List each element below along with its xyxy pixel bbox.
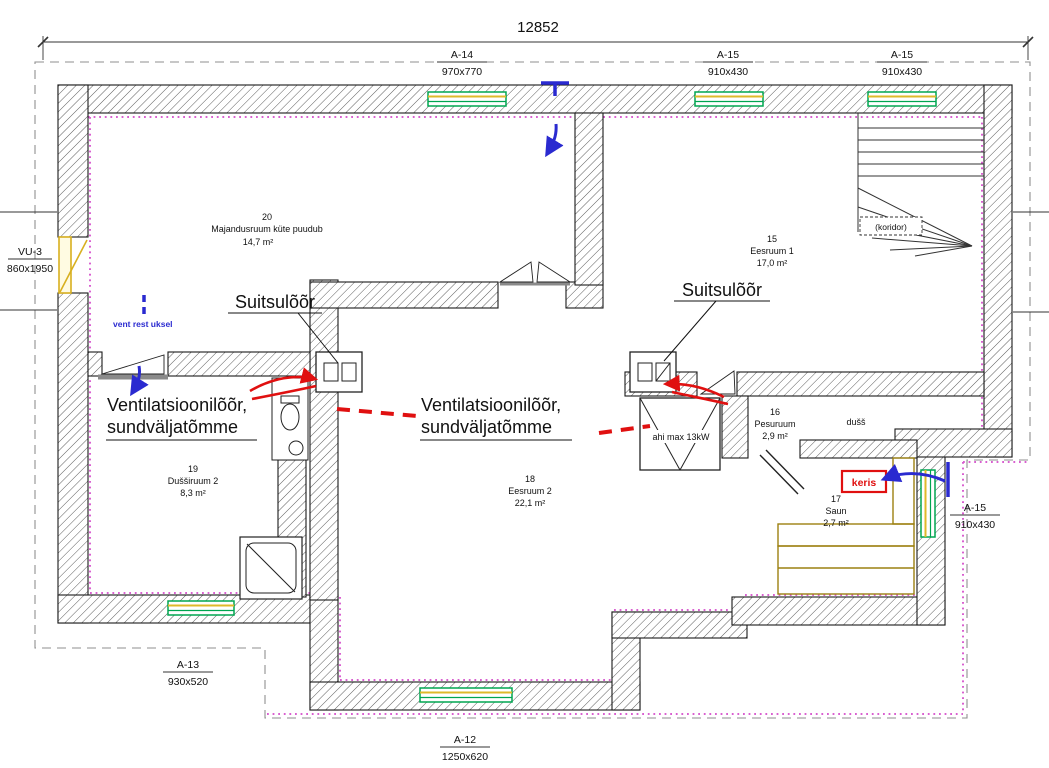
wall-int-upper-horiz-a <box>309 281 499 309</box>
wall-int-dushiruum-top <box>167 351 311 377</box>
room-19-number: 19 <box>188 464 198 474</box>
door-vu3 <box>58 236 88 294</box>
room-17-name: Saun <box>825 506 846 516</box>
chimney-flue-left <box>315 351 363 393</box>
red-dashed-right <box>598 424 651 435</box>
toilet-bowl <box>280 403 300 431</box>
window-a15-top1-label: A-15 <box>717 49 739 61</box>
window-a15-right-size: 910x430 <box>955 519 995 531</box>
blue-vent-annotations <box>130 81 950 497</box>
room-16-area: 2,9 m² <box>762 431 788 441</box>
window-a15-top2-size: 910x430 <box>882 66 922 78</box>
wall-top <box>57 84 1013 114</box>
koridor-label: (koridor) <box>875 222 907 232</box>
ventilatsiooniloor-annotation-left: Ventilatsioonilõõr, sundväljatõmme <box>106 395 257 441</box>
red-dashed-left <box>336 407 418 418</box>
window-a15-top2-label: A-15 <box>891 49 913 61</box>
blue-arrow-top <box>545 123 564 158</box>
ventilatsiooniloor-annotation-center: Ventilatsioonilõõr, sundväljatõmme <box>420 395 572 441</box>
wall-right <box>983 84 1013 458</box>
sauna-benches <box>777 457 915 595</box>
room-19-area: 8,3 m² <box>180 488 206 498</box>
window-a15-top1-size: 910x430 <box>708 66 748 78</box>
dimension-lines <box>0 36 1049 748</box>
window-a13 <box>167 600 235 616</box>
suitsuloor-annotation-left: Suitsulõõr <box>228 292 339 364</box>
window-a15-top-1 <box>694 91 764 107</box>
room-20-name: Majandusruum küte puudub <box>211 224 323 234</box>
window-a13-label: A-13 <box>177 659 199 671</box>
keris-label: keris <box>852 477 877 489</box>
door-leaf-left <box>101 354 165 375</box>
wall-int-sauna-top <box>799 439 918 459</box>
keris-annotation: keris <box>840 469 888 494</box>
shower-tray <box>239 536 303 600</box>
koridor-label-box <box>859 216 923 236</box>
room-18-name: Eesruum 2 <box>508 486 552 496</box>
door-leaf-center-a <box>498 261 534 283</box>
roof-overhang-dashed-outline <box>34 61 1031 719</box>
wall-int-door-stub <box>87 351 103 377</box>
overall-dimension-text: 12852 <box>517 19 559 36</box>
room-16-number: 16 <box>770 407 780 417</box>
wall-int-room20-right <box>574 112 604 286</box>
blue-arrow-left <box>130 365 149 397</box>
suitsuloor-right-text: Suitsulõõr <box>682 280 762 300</box>
ahi-label: ahi max 13kW <box>652 432 710 442</box>
red-airflow-annotations <box>249 367 729 435</box>
door-vu3-size: 860x1950 <box>7 263 53 275</box>
ventilatsiooniloor-left-line2: sundväljatõmme <box>107 417 238 437</box>
room-15-number: 15 <box>767 234 777 244</box>
window-a14-label: A-14 <box>451 49 473 61</box>
wall-sauna-bottom <box>731 596 946 626</box>
dush-label: dušš <box>846 417 866 427</box>
suitsuloor-annotation-right: Suitsulõõr <box>663 280 770 362</box>
wall-int-center-vert <box>309 279 339 601</box>
windows <box>167 91 937 703</box>
window-a12 <box>419 687 513 703</box>
window-a15-right-label: A-15 <box>964 502 986 514</box>
room-20-area: 14,7 m² <box>243 237 274 247</box>
room-15-area: 17,0 m² <box>757 258 788 268</box>
room-16-name: Pesuruum <box>754 419 795 429</box>
room-15-name: Eesruum 1 <box>750 246 794 256</box>
window-a15-top-2 <box>867 91 937 107</box>
room-20-number: 20 <box>262 212 272 222</box>
door-vu3-label: VU-3 <box>18 246 42 258</box>
door-sauna-diagonal <box>759 449 805 495</box>
suitsuloor-left-text: Suitsulõõr <box>235 292 315 312</box>
room-19-name: Dušširuum 2 <box>168 476 219 486</box>
ventilatsiooniloor-center-line2: sundväljatõmme <box>421 417 552 437</box>
ventilatsiooniloor-center-line1: Ventilatsioonilõõr, <box>421 395 561 415</box>
window-a14 <box>427 91 507 107</box>
wall-int-mid-horiz-b <box>736 371 985 397</box>
window-a13-size: 930x520 <box>168 676 208 688</box>
window-a12-size: 1250x620 <box>442 751 488 763</box>
wall-left-upper <box>57 84 89 238</box>
red-arrow-left-chimney <box>249 367 319 393</box>
ventilatsiooniloor-left-line1: Ventilatsioonilõõr, <box>107 395 247 415</box>
window-a15-right <box>920 469 936 538</box>
room-18-number: 18 <box>525 474 535 484</box>
toilet-tank <box>280 395 300 404</box>
wall-int-pesuruum-left <box>721 395 749 459</box>
stove-ahi <box>639 397 721 471</box>
vent-rest-uksel-label: vent rest uksel <box>113 319 173 329</box>
chimney-flue-right <box>629 351 677 393</box>
red-arrow-right-chimney <box>662 374 725 399</box>
wall-left-lower <box>57 292 89 624</box>
room-18-area: 22,1 m² <box>515 498 546 508</box>
wall-int-upper-horiz-b <box>565 281 604 309</box>
sink <box>288 440 304 456</box>
window-a12-label: A-12 <box>454 734 476 746</box>
blue-arrow-right <box>880 463 946 483</box>
window-a14-size: 970x770 <box>442 66 482 78</box>
door-leaf-center-b <box>536 261 572 283</box>
room-17-number: 17 <box>831 494 841 504</box>
doors <box>98 261 805 495</box>
wall-bottom-midright <box>611 611 748 639</box>
room-17-area: 2,7 m² <box>823 518 849 528</box>
